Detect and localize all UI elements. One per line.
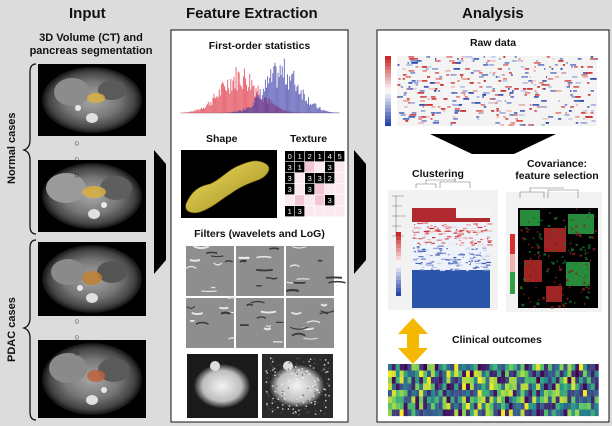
- texture-cell-value: 3: [308, 185, 312, 194]
- ct-slice-normal-1: [38, 64, 146, 136]
- texture-cell-value: 4: [328, 152, 332, 161]
- texture-cell-value: 3: [298, 207, 302, 216]
- texture-cell-value: 1: [298, 163, 302, 172]
- group-label-normal: Normal cases: [6, 112, 18, 184]
- pdac-brace: [21, 239, 37, 421]
- texture-cell-value: 3: [308, 174, 312, 183]
- filtered-ct-crops: [187, 354, 333, 418]
- ct-slice-normal-2: [38, 160, 146, 232]
- arrow-raw-to-analyses: [430, 134, 556, 154]
- input-subtitle-line1: 3D Volume (CT) and: [39, 32, 143, 44]
- texture-cell-value: 1: [298, 152, 302, 161]
- double-arrow-outcomes: [398, 318, 428, 364]
- input-subtitle-line2: pancreas segmentation: [29, 45, 153, 57]
- ellipsis-normal: ○ ○ ○: [72, 138, 82, 178]
- label-covariance-line1: Covariance:: [526, 158, 588, 170]
- label-raw-data: Raw data: [469, 37, 517, 49]
- group-label-pdac: PDAC cases: [6, 297, 18, 362]
- ct-slice-pdac-2: [38, 340, 146, 418]
- raw-data-heatmap: [397, 56, 598, 126]
- normal-brace: [21, 63, 37, 235]
- label-texture: Texture: [290, 133, 328, 145]
- filter-image-grid: [185, 245, 346, 348]
- texture-cell-value: 3: [288, 163, 292, 172]
- column-title-analysis: Analysis: [462, 5, 524, 22]
- texture-cell-value: 5: [338, 152, 342, 161]
- label-clustering: Clustering: [412, 168, 464, 180]
- arrow-features-to-analysis: [354, 150, 366, 274]
- label-shape: Shape: [206, 133, 238, 145]
- label-first-order-statistics: First-order statistics: [208, 40, 311, 52]
- texture-cell-value: 0: [288, 152, 292, 161]
- texture-cell-value: 3: [288, 185, 292, 194]
- first-order-histogram: [180, 58, 340, 114]
- label-clinical-outcomes: Clinical outcomes: [452, 334, 542, 346]
- texture-cell-value: 1: [318, 152, 322, 161]
- log-filter-texture: [265, 357, 331, 417]
- ellipsis-pdac: ○ ○ ○: [72, 316, 82, 356]
- arrow-input-to-features: [154, 150, 166, 274]
- analysis-panel: [376, 29, 610, 423]
- column-title-feature-extraction: Feature Extraction: [186, 5, 318, 22]
- texture-cell-value: 3: [318, 174, 322, 183]
- clinical-outcomes-heatmap: [388, 364, 599, 417]
- raw-data-colorbar: [385, 56, 391, 127]
- texture-cell-value: 2: [328, 174, 332, 183]
- texture-cell-value: 2: [308, 152, 312, 161]
- texture-cell-value: 3: [328, 196, 332, 205]
- texture-cell-value: 3: [288, 174, 292, 183]
- covariance-heatmap: [506, 187, 602, 312]
- input-column: [21, 63, 146, 421]
- clustering-heatmap: [388, 178, 498, 310]
- label-covariance-line2: feature selection: [515, 170, 599, 182]
- label-filters: Filters (wavelets and LoG): [194, 228, 325, 240]
- texture-cell-value: 1: [288, 207, 292, 216]
- texture-cell-value: 3: [328, 163, 332, 172]
- ct-slice-pdac-1: [38, 242, 146, 316]
- shape-render: [181, 150, 277, 218]
- column-title-input: Input: [69, 5, 106, 22]
